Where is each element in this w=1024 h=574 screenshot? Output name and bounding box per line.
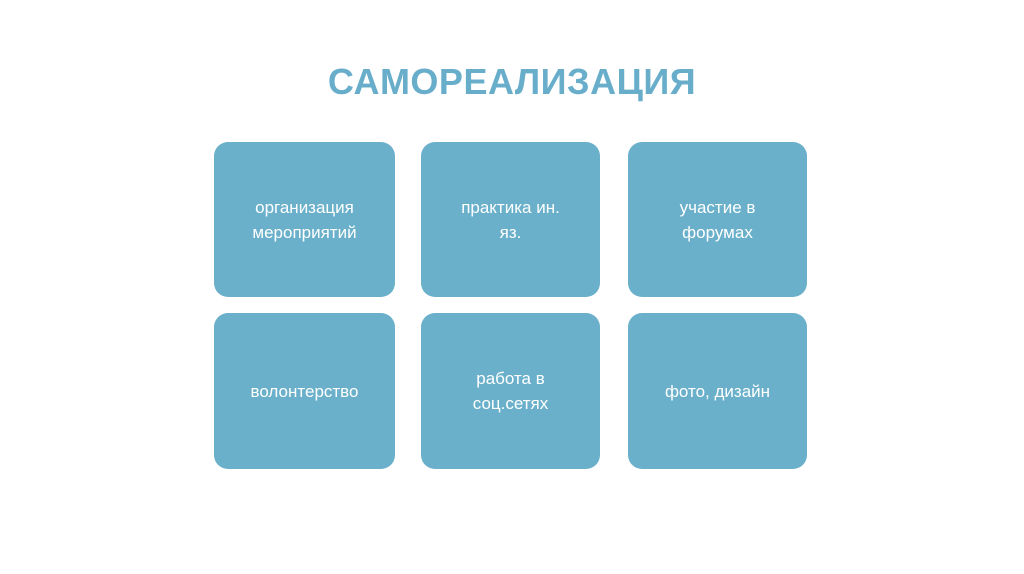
card-organizaciya-meropriyatiy[interactable]: организация мероприятий — [214, 142, 395, 297]
card-label: работа в соц.сетях — [472, 369, 549, 413]
card-label: участие в форумах — [679, 197, 756, 242]
card-uchastie-v-forumah[interactable]: участие в форумах — [628, 142, 807, 297]
card-label: волонтерство — [250, 381, 359, 401]
card-praktika-in-yaz[interactable]: практика ин. яз. — [421, 142, 600, 297]
card-rabota-v-soc-setyah[interactable]: работа в соц.сетях — [421, 313, 600, 469]
card-label: организация мероприятий — [252, 197, 357, 242]
card-foto-dizayn[interactable]: фото, дизайн — [628, 313, 807, 469]
card-label: фото, дизайн — [664, 381, 771, 401]
card-volonterstvo[interactable]: волонтерство — [214, 313, 395, 469]
card-grid: организация мероприятий практика ин. яз.… — [214, 142, 809, 469]
card-label: практика ин. яз. — [461, 197, 560, 242]
page-title: САМОРЕАЛИЗАЦИЯ — [327, 61, 697, 102]
